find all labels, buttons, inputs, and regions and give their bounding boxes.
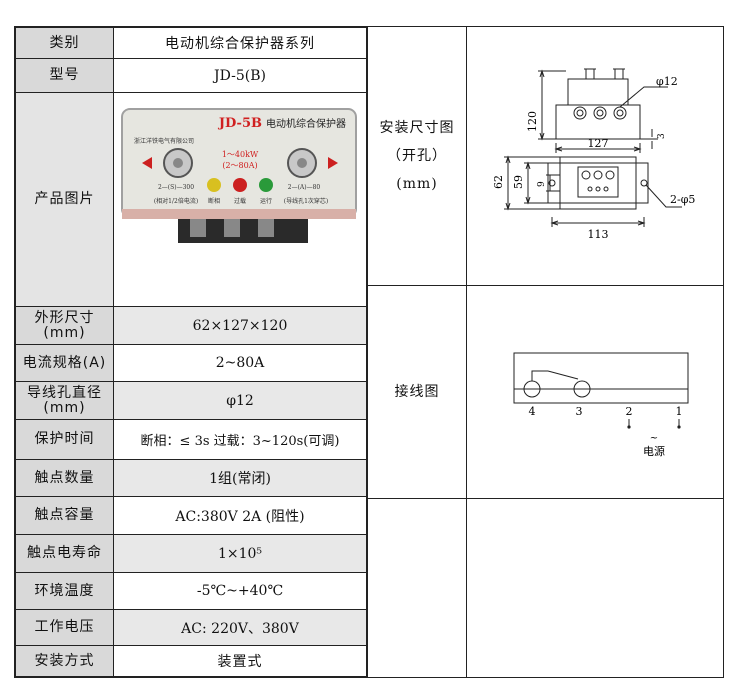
life-value: 1×10⁵: [114, 535, 366, 572]
wiring-diagram: 4 3 2 1 ~ 电源: [513, 352, 689, 458]
capacity-label: 触点容量: [16, 497, 114, 534]
power-label: 电源: [643, 444, 665, 458]
dim-9: 9: [537, 181, 547, 187]
dim-113: 113: [588, 228, 609, 241]
row-contacts: 触点数量 1组(常闭): [16, 460, 366, 497]
protect-time-value: 断相：≤ 3s 过载：3~120s(可调): [140, 434, 340, 449]
row-install: 安装方式 装置式: [16, 646, 366, 676]
led-phase-icon: [207, 178, 221, 192]
current-value: 2~80A: [215, 355, 265, 371]
drawing-table: 安装尺寸图 （开孔） (mm) 接线图: [368, 26, 724, 678]
mount-label-2: （开孔）: [387, 148, 447, 164]
contacts-value: 1组(常闭): [114, 460, 366, 496]
life-label: 触点电寿命: [16, 535, 114, 572]
dimensions-label-2: (mm): [43, 324, 86, 341]
contacts-label: 触点数量: [16, 460, 114, 496]
wiring-label: 接线图: [368, 286, 467, 498]
row-life: 触点电寿命 1×10⁵: [16, 535, 366, 573]
led-overload-icon: [233, 178, 247, 192]
empty-cell: [368, 499, 467, 677]
led-label-run: 运行: [260, 197, 272, 205]
led-run-icon: [259, 178, 273, 192]
hole-label-2: (mm): [43, 399, 86, 416]
device-name: 电动机综合保护器: [266, 117, 346, 130]
row-category: 类别 电动机综合保护器系列: [16, 28, 366, 59]
row-dimensions: 外形尺寸(mm) 62×127×120: [16, 307, 366, 345]
led-label-overload: 过载: [234, 197, 246, 205]
row-photo: 产品图片 JD-5B 电动机综合保护器 浙江洋铁电气有限公司 1～40kW (2…: [16, 93, 366, 307]
spec-table: 类别 电动机综合保护器系列 型号 JD-5(B) 产品图片 JD-5B 电动机综…: [14, 26, 368, 678]
mount-label: 安装尺寸图 （开孔） (mm): [368, 27, 467, 285]
dim-hole: φ12: [656, 75, 678, 88]
row-protect-time: 保护时间 断相：≤ 3s 过载：3~120s(可调): [16, 420, 366, 460]
protect-time-label: 保护时间: [16, 420, 114, 459]
row-temperature: 环境温度 -5℃~+40℃: [16, 573, 366, 610]
dim-59: 59: [512, 175, 525, 189]
hole-label: 导线孔直径(mm): [16, 382, 114, 419]
dimensions-label-1: 外形尺寸: [34, 309, 95, 326]
right-scale: 2—(A)—80: [288, 184, 321, 191]
terminal-1: 1: [676, 405, 683, 418]
dim-mount-holes: 2-φ5: [670, 193, 695, 206]
row-capacity: 触点容量 AC:380V 2A (阻性): [16, 497, 366, 535]
device-company: 浙江洋铁电气有限公司: [134, 137, 194, 145]
model-label: 型号: [16, 59, 114, 92]
mount-label-3: (mm): [396, 176, 438, 192]
left-caption: (相对1/2倍电流): [154, 197, 198, 205]
dim-62: 62: [492, 175, 505, 189]
dim-small: 3: [657, 133, 667, 139]
hole-label-1: 导线孔直径: [27, 384, 102, 401]
category-value: 电动机综合保护器系列: [165, 36, 315, 52]
model-value: JD-5(B): [214, 67, 266, 84]
dim-height: 120: [526, 111, 539, 132]
temperature-value: -5℃~+40℃: [196, 583, 284, 599]
device-range-2: (2～80A): [222, 161, 257, 170]
wiring-label-text: 接线图: [394, 384, 440, 400]
voltage-label: 工作电压: [16, 610, 114, 645]
category-label: 类别: [16, 28, 114, 58]
dim-width: 127: [588, 137, 609, 150]
voltage-value: AC: 220V、380V: [114, 610, 366, 645]
power-symbol: ~: [650, 433, 658, 444]
row-voltage: 工作电压 AC: 220V、380V: [16, 610, 366, 646]
hole-value: φ12: [114, 382, 366, 419]
device-range-1: 1～40kW: [222, 150, 259, 159]
product-photo: JD-5B 电动机综合保护器 浙江洋铁电气有限公司 1～40kW (2～80A)…: [120, 105, 358, 250]
dimensions-value: 62×127×120: [114, 307, 366, 344]
led-label-phase: 断相: [208, 197, 220, 205]
terminal-4: 4: [529, 405, 536, 418]
terminal-3: 3: [576, 405, 583, 418]
device-brand: JD-5B: [218, 116, 262, 131]
left-scale: 2—(S)—300: [158, 184, 194, 191]
mount-label-1: 安装尺寸图: [379, 120, 455, 136]
right-caption: (导线孔1次穿芯): [284, 197, 329, 205]
photo-label: 产品图片: [16, 93, 114, 306]
current-label: 电流规格(A): [16, 345, 114, 381]
row-current: 电流规格(A) 2~80A: [16, 345, 366, 382]
divider-1: [368, 285, 723, 286]
row-model: 型号 JD-5(B): [16, 59, 366, 93]
terminal-2: 2: [626, 405, 633, 418]
divider-2: [368, 498, 723, 499]
temperature-label: 环境温度: [16, 573, 114, 609]
dimensions-label: 外形尺寸(mm): [16, 307, 114, 344]
capacity-value: AC:380V 2A (阻性): [175, 508, 305, 525]
install-value: 装置式: [217, 654, 263, 670]
install-label: 安装方式: [16, 646, 114, 676]
row-hole: 导线孔直径(mm) φ12: [16, 382, 366, 420]
mount-dimension-drawing: 120 φ12 3 127 62 59 9 113 2-φ5: [492, 68, 695, 241]
